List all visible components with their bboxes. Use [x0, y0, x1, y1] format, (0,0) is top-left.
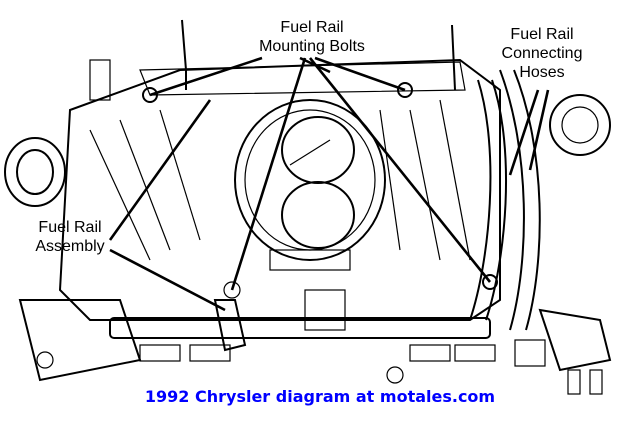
- connecting-hoses-callout-line-2: Connecting: [501, 45, 583, 62]
- mounting-bolts-callout-line-1: Fuel Rail: [280, 19, 344, 36]
- rail-assembly-callout: Fuel Rail Assembly: [20, 218, 120, 256]
- right-sensor: [549, 94, 611, 156]
- leader-lines: [108, 56, 550, 312]
- connecting-hoses-callout-line-3: Hoses: [519, 64, 565, 81]
- mounting-bolts-callout-line-2: Mounting Bolts: [259, 38, 365, 55]
- intake-manifold: [58, 58, 501, 321]
- lower-flange: [18, 299, 404, 384]
- throttle-body: [234, 99, 386, 331]
- mounting-bolt-heads: [142, 82, 498, 290]
- mounting-bolts-callout: Fuel Rail Mounting Bolts: [242, 18, 382, 56]
- connecting-hoses-callout-line-1: Fuel Rail: [510, 26, 574, 43]
- connecting-hoses-callout: Fuel Rail Connecting Hoses: [492, 25, 592, 82]
- fuel-injectors: [139, 344, 496, 362]
- diagram-caption: 1992 Chrysler diagram at motales.com: [144, 387, 496, 406]
- rail-assembly-callout-line-2: Assembly: [35, 238, 105, 255]
- left-fitting: [4, 137, 66, 207]
- right-connector: [514, 308, 612, 395]
- fuel-rail-tube: [109, 281, 491, 352]
- rail-assembly-callout-line-1: Fuel Rail: [38, 219, 102, 236]
- connecting-hoses: [469, 69, 541, 331]
